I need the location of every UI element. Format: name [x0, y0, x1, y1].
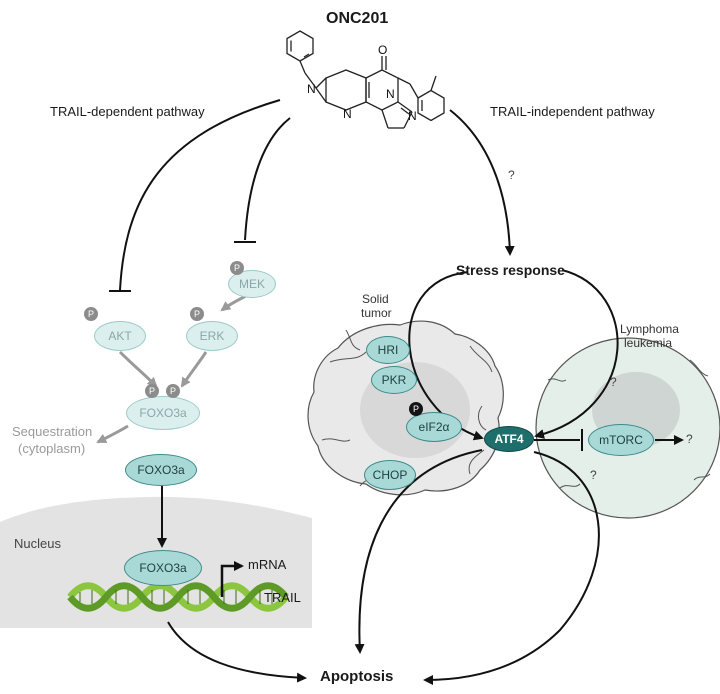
onc201-to-akt-inhibition [119, 99, 281, 291]
atf4-to-apoptosis-right-arrow [423, 451, 600, 685]
structure-atom-n4: N [408, 109, 417, 123]
akt-node: AKT [94, 321, 146, 351]
mrna-label: mRNA [248, 557, 287, 572]
apoptosis-label: Apoptosis [320, 668, 394, 685]
akt-phospho-icon: P [84, 307, 98, 321]
mtorc-node: mTORC [588, 424, 654, 456]
erk-phospho-icon: P [190, 307, 204, 321]
onc201-to-mek-inhibition [244, 117, 291, 241]
question-mark-3: ? [686, 432, 693, 446]
cytoplasm-label: (cytoplasm) [18, 441, 86, 456]
hri-node: HRI [366, 336, 410, 364]
eif2a-node: eIF2α [406, 412, 462, 442]
pkr-node: PKR [371, 366, 417, 394]
structure-atom-n3: N [343, 107, 352, 121]
foxo3a-node: FOXO3a [125, 454, 197, 486]
atf4-node: ATF4 [484, 426, 534, 452]
erk-node: ERK [186, 321, 238, 351]
question-mark-2: ? [610, 375, 617, 389]
solid-tumor-label-line2: tumor [361, 306, 392, 320]
stress-response-label: Stress response [456, 262, 565, 278]
lymphoma-label-line2: leukemia [624, 336, 673, 350]
erk-to-foxo3a-arrow [180, 351, 208, 388]
foxo3a-nuclear-node: FOXO3a [124, 550, 202, 586]
lymphoma-membrane-folds [547, 359, 711, 489]
lymphoma-label-line1: Lymphoma [620, 322, 679, 336]
onc201-structure [286, 30, 445, 129]
mek-phospho-icon: P [230, 261, 244, 275]
foxo3a-to-sequestration-arrow [96, 424, 129, 444]
sequestration-label: Sequestration [12, 424, 93, 439]
akt-to-foxo3a-arrow [118, 350, 158, 388]
dna-helix [67, 582, 289, 612]
transcription-arrow [220, 561, 244, 597]
question-mark-4: ? [590, 468, 597, 482]
stress-to-lymphoma-arrow [534, 269, 619, 439]
trail-dependent-label: TRAIL-dependent pathway [50, 104, 205, 119]
trail-independent-label: TRAIL-independent pathway [490, 104, 655, 119]
chop-node: CHOP [364, 460, 416, 490]
drug-title: ONC201 [326, 10, 389, 27]
structure-atom-n2: N [386, 87, 395, 101]
structure-atom-o: O [378, 43, 387, 57]
nucleus-label: Nucleus [14, 536, 61, 551]
atf4-to-apoptosis-left-arrow [354, 449, 483, 654]
foxo3a-phospho-icon-1: P [145, 384, 159, 398]
foxo3a-phospho-icon-2: P [166, 384, 180, 398]
trail-gene-label: TRAIL [264, 590, 301, 605]
solid-tumor-label-line1: Solid [362, 292, 389, 306]
eif2a-phospho-icon: P [409, 402, 423, 416]
foxo3a-phospho-node: FOXO3a [126, 396, 200, 430]
mek-to-erk-arrow [220, 294, 247, 312]
question-mark-1: ? [508, 168, 515, 182]
nucleus-to-apoptosis-arrow [167, 621, 307, 683]
structure-atom-n1: N [307, 82, 316, 96]
onc201-to-stress-arrow [449, 109, 515, 256]
